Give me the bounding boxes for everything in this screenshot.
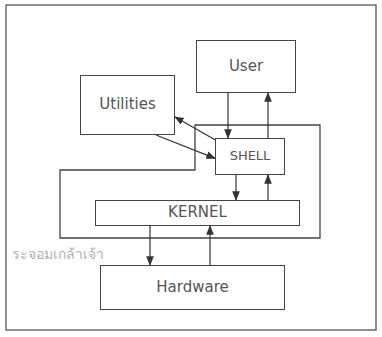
node-label: Utilities — [99, 96, 155, 113]
flow-arrow — [267, 93, 268, 138]
flow-arrow — [267, 175, 268, 200]
utilities-box: Utilities — [80, 75, 175, 135]
flow-arrow — [175, 117, 215, 140]
watermark-text: ระจอมเกล้าเจ้า — [12, 243, 104, 265]
outer-frame — [6, 5, 376, 330]
os-region-outline — [60, 125, 320, 238]
user-box: User — [196, 40, 296, 93]
flow-arrow — [149, 226, 150, 265]
hardware-box: Hardware — [100, 265, 285, 310]
shell-box: SHELL — [215, 138, 285, 175]
node-label: SHELL — [230, 149, 271, 164]
flow-arrow — [235, 175, 236, 200]
flow-arrow — [209, 226, 210, 265]
flow-arrow — [156, 135, 215, 158]
node-label: Hardware — [156, 279, 228, 296]
flow-arrow — [227, 93, 228, 138]
node-label: KERNEL — [168, 204, 227, 221]
kernel-box: KERNEL — [95, 200, 300, 226]
node-label: User — [229, 58, 263, 75]
